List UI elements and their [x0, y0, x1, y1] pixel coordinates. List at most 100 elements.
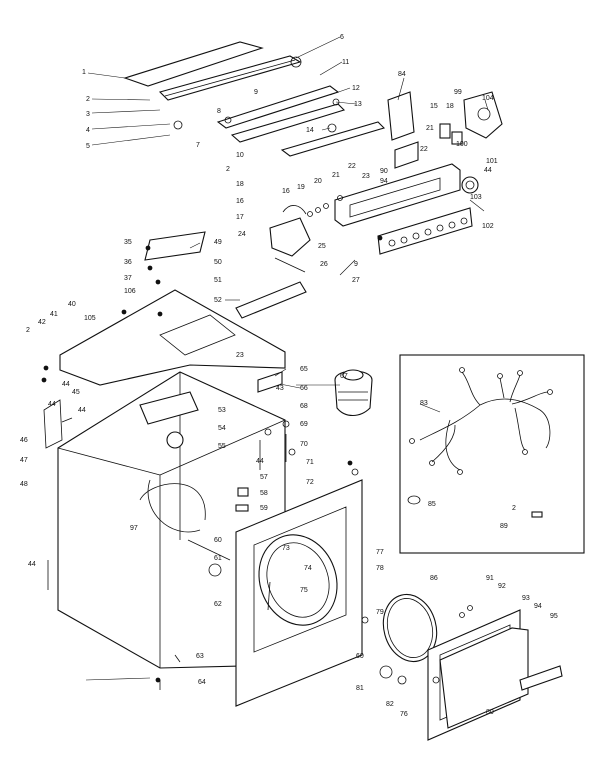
callout-104: 104	[482, 95, 494, 102]
callout-14: 14	[306, 127, 314, 134]
callout-78: 78	[376, 565, 384, 572]
callout-18-left: 18	[236, 181, 244, 188]
callout-59: 59	[260, 505, 268, 512]
callout-54: 54	[218, 425, 226, 432]
callout-97: 97	[130, 525, 138, 532]
callout-9-top: 9	[254, 89, 258, 96]
callout-58: 58	[260, 490, 268, 497]
callout-74: 74	[304, 565, 312, 572]
screws	[41, 235, 383, 683]
callout-numbers: 1 2 3 4 5 6 7 8 9 11 10 2 12 13 14 84 99…	[20, 34, 558, 718]
callout-4-top: 4	[86, 127, 90, 134]
callout-92: 92	[498, 583, 506, 590]
callout-71: 71	[306, 459, 314, 466]
callout-70: 70	[300, 441, 308, 448]
callout-60-left: 60	[214, 537, 222, 544]
callout-24: 24	[238, 231, 246, 238]
callout-99: 99	[454, 89, 462, 96]
console-rear-panel	[123, 41, 386, 157]
callout-90: 90	[380, 168, 388, 175]
callout-79: 79	[376, 609, 384, 616]
callout-23-top: 23	[362, 173, 370, 180]
callout-17: 17	[236, 214, 244, 221]
callout-86: 86	[430, 575, 438, 582]
callout-42: 42	[38, 319, 46, 326]
callout-106: 106	[124, 288, 136, 295]
callout-94: 94	[380, 178, 388, 185]
callout-43: 43	[276, 385, 284, 392]
callout-95: 95	[550, 613, 558, 620]
callout-57: 57	[260, 474, 268, 481]
wiring-harness-inset	[399, 354, 585, 554]
callout-102: 102	[482, 223, 494, 230]
callout-72: 72	[306, 479, 314, 486]
callout-81: 81	[356, 685, 364, 692]
callout-55: 55	[218, 443, 226, 450]
callout-77: 77	[376, 549, 384, 556]
callout-5: 5	[86, 143, 90, 150]
callout-44-top: 44	[484, 167, 492, 174]
callout-75: 75	[300, 587, 308, 594]
callout-22: 22	[348, 163, 356, 170]
callout-7: 7	[196, 142, 200, 149]
callout-80: 80	[486, 709, 494, 716]
callout-41: 41	[50, 311, 58, 318]
callout-8: 8	[217, 108, 221, 115]
callout-16-b: 16	[236, 198, 244, 205]
callout-64: 64	[198, 679, 206, 686]
callout-84: 84	[398, 71, 406, 78]
callout-62: 62	[214, 601, 222, 608]
callout-9: 9	[354, 261, 358, 268]
callout-20: 20	[314, 178, 322, 185]
callout-44-c: 44	[78, 407, 86, 414]
callout-68: 68	[300, 403, 308, 410]
callout-40: 40	[68, 301, 76, 308]
callout-94-door: 94	[534, 603, 542, 610]
callout-13: 13	[354, 101, 362, 108]
callout-52: 52	[214, 297, 222, 304]
callout-3: 3	[86, 111, 90, 118]
callout-83: 83	[420, 400, 428, 407]
callout-44-bottom: 44	[28, 561, 36, 568]
callout-22-top: 22	[420, 146, 428, 153]
front-panel	[235, 468, 369, 707]
callout-12: 12	[352, 85, 360, 92]
callout-15: 15	[430, 103, 438, 110]
callout-11: 11	[342, 59, 349, 66]
callout-leaders	[85, 36, 489, 681]
callout-69: 69	[300, 421, 308, 428]
console-front-panel	[334, 91, 503, 255]
callout-44-a: 44	[62, 381, 70, 388]
callout-23: 23	[236, 352, 244, 359]
callout-103: 103	[470, 194, 482, 201]
callout-18: 18	[446, 103, 454, 110]
callout-35: 35	[124, 239, 132, 246]
callout-49: 49	[214, 239, 222, 246]
callout-61: 61	[214, 555, 222, 562]
callout-44-mid: 44	[256, 458, 264, 465]
callout-66: 66	[300, 385, 308, 392]
callout-101: 101	[486, 158, 498, 165]
callout-2-mid: 2	[226, 166, 230, 173]
callout-21: 21	[426, 125, 434, 132]
callout-50: 50	[214, 259, 222, 266]
callout-65-top: 65	[300, 366, 308, 373]
callout-1: 1	[82, 69, 86, 76]
callout-2-top: 2	[86, 96, 90, 103]
console-bracket-parts	[269, 195, 343, 273]
callout-76: 76	[400, 711, 408, 718]
callout-51: 51	[214, 277, 222, 284]
callout-25: 25	[318, 243, 326, 250]
callout-37: 37	[124, 275, 132, 282]
callout-89: 89	[500, 523, 508, 530]
callout-91: 91	[486, 575, 494, 582]
callout-85: 85	[428, 501, 436, 508]
callout-63: 63	[196, 653, 204, 660]
callout-47: 47	[20, 457, 28, 464]
callout-26: 26	[320, 261, 328, 268]
callout-2-inset: 2	[512, 505, 516, 512]
callout-100: 100	[456, 141, 468, 148]
side-parts	[235, 369, 373, 512]
callout-105: 105	[84, 315, 96, 322]
